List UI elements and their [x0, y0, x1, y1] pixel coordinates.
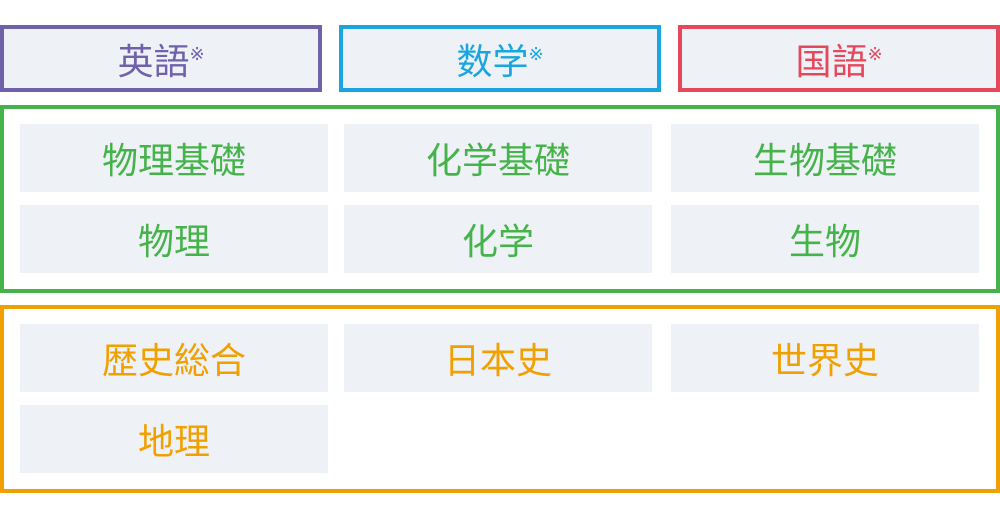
label: 数学 — [456, 41, 529, 83]
science-item: 生物基礎 — [671, 124, 979, 192]
label: 英語 — [117, 41, 190, 83]
science-item: 生物 — [671, 205, 979, 273]
social-item: 歴史総合 — [20, 324, 328, 392]
subject-math: 数学※ — [339, 25, 661, 92]
note-mark: ※ — [867, 44, 883, 65]
science-item: 物理基礎 — [20, 124, 328, 192]
subject-english: 英語※ — [0, 25, 322, 92]
science-item: 化学 — [344, 205, 652, 273]
social-item: 世界史 — [671, 324, 979, 392]
label: 国語 — [795, 41, 868, 83]
note-mark: ※ — [189, 44, 205, 65]
social-item: 日本史 — [344, 324, 652, 392]
note-mark: ※ — [528, 44, 544, 65]
subject-japanese: 国語※ — [678, 25, 1000, 92]
science-item: 化学基礎 — [344, 124, 652, 192]
social-item: 地理 — [20, 405, 328, 473]
science-item: 物理 — [20, 205, 328, 273]
